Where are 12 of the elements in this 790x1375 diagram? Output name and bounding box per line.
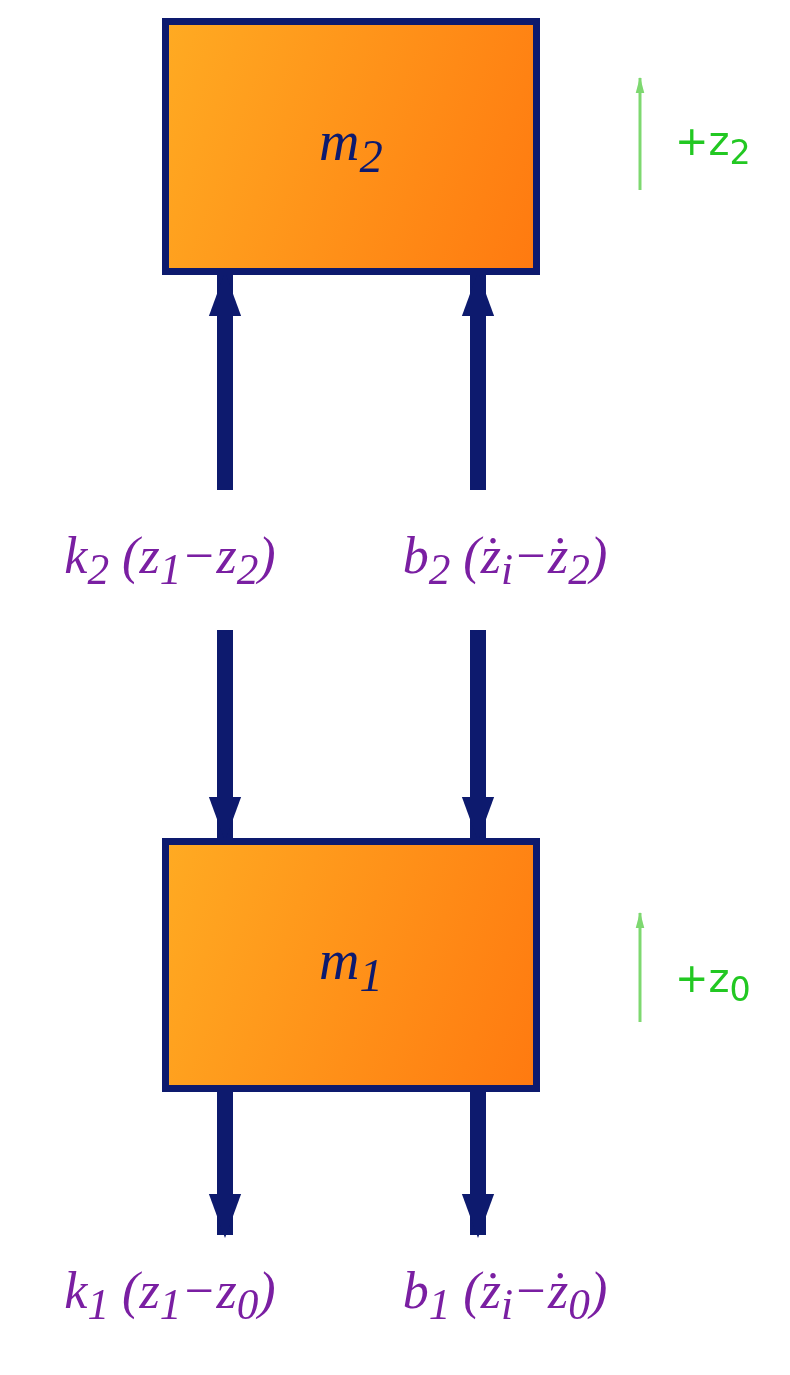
mass-label: m$_{1}$ xyxy=(319,927,383,1003)
direction-label: +z$_{0}$ xyxy=(675,955,751,1009)
direction-label: +z$_{2}$ xyxy=(675,118,751,172)
mass-block xyxy=(162,18,540,275)
force-label: k$_{1}$ (z$_{1}$−z$_{0}$) xyxy=(64,1260,276,1330)
force-label: b$_{1}$ (ż$_{i}$−ż$_{0}$) xyxy=(402,1260,608,1330)
force-arrow xyxy=(461,1092,495,1238)
force-arrow xyxy=(208,1092,242,1238)
force-label: k$_{2}$ (z$_{1}$−z$_{2}$) xyxy=(64,525,276,595)
mass-block xyxy=(162,838,540,1092)
mass-label: m$_{2}$ xyxy=(319,109,383,184)
force-label: b$_{2}$ (ż$_{i}$−ż$_{2}$) xyxy=(402,525,608,595)
